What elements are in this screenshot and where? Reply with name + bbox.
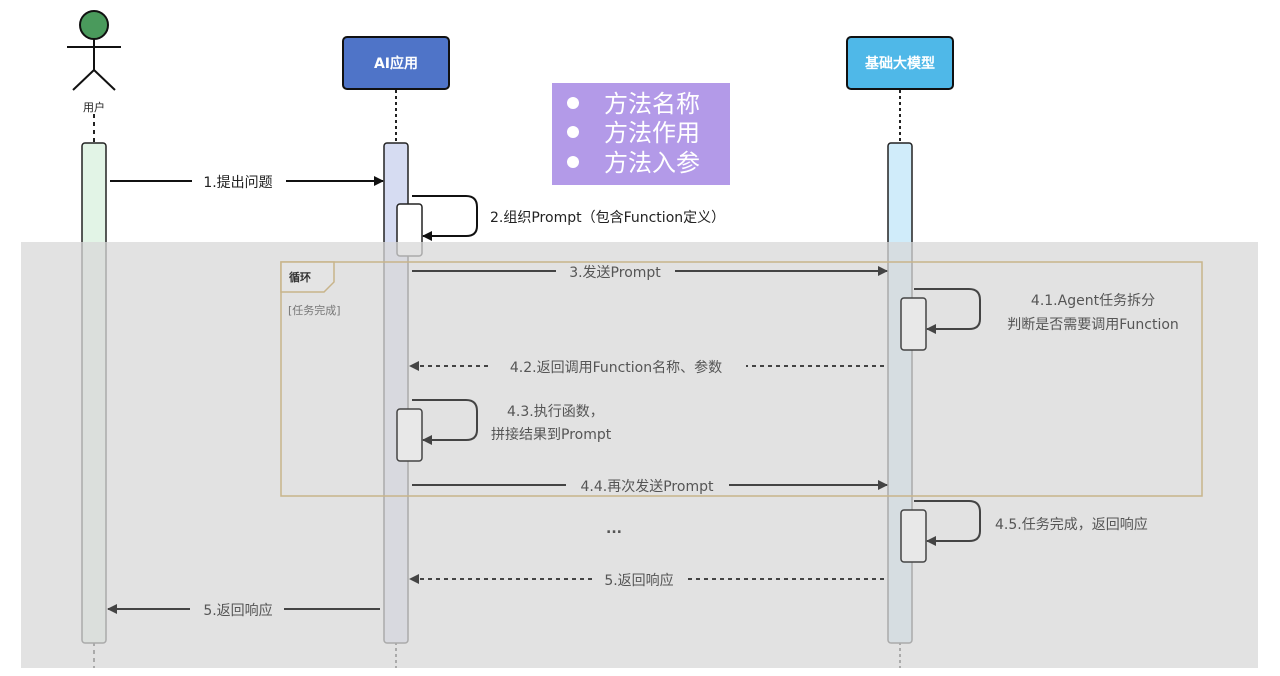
highlight-overlay bbox=[21, 242, 1258, 668]
message-4-3-self-arrow bbox=[412, 399, 478, 445]
model-nested-activation-2 bbox=[900, 509, 927, 563]
loop-guard: [任务完成] bbox=[288, 303, 341, 317]
message-4-1-self-arrow bbox=[914, 288, 981, 334]
message-4-1-label-line1: 4.1.Agent任务拆分 bbox=[1031, 293, 1155, 309]
message-4-5-self-arrow bbox=[914, 500, 981, 546]
loop-frame bbox=[280, 261, 1203, 497]
bullet-icon bbox=[567, 97, 579, 109]
note-item: 方法作用 bbox=[604, 119, 700, 147]
loop-keyword: 循环 bbox=[289, 270, 311, 284]
model-participant-label: 基础大模型 bbox=[865, 55, 935, 72]
message-4-3-label-line2: 拼接结果到Prompt bbox=[491, 426, 612, 443]
message-4-3-label-line1: 4.3.执行函数， bbox=[507, 404, 604, 420]
message-3-label: 3.发送Prompt bbox=[569, 265, 661, 281]
ellipsis: ... bbox=[606, 521, 622, 537]
function-info-note: 方法名称 方法作用 方法入参 bbox=[552, 83, 730, 185]
model-nested-activation-1 bbox=[900, 297, 927, 351]
bullet-icon bbox=[567, 126, 579, 138]
message-1-label: 1.提出问题 bbox=[203, 175, 272, 191]
app-participant-label: AI应用 bbox=[374, 55, 418, 72]
app-nested-activation-2 bbox=[396, 408, 423, 462]
message-2-self-arrow bbox=[412, 195, 478, 241]
message-4-4-label: 4.4.再次发送Prompt bbox=[581, 479, 714, 495]
app-participant-box[interactable] bbox=[342, 36, 450, 90]
bullet-icon bbox=[567, 156, 579, 168]
user-label: 用户 bbox=[83, 100, 105, 114]
message-4-5-label: 4.5.任务完成，返回响应 bbox=[995, 516, 1148, 533]
loop-frame-tab bbox=[280, 261, 335, 293]
message-2-label: 2.组织Prompt（包含Function定义） bbox=[490, 210, 725, 226]
message-5a-label: 5.返回响应 bbox=[604, 572, 673, 589]
note-item: 方法名称 bbox=[604, 90, 700, 118]
model-participant-box[interactable] bbox=[846, 36, 954, 90]
message-4-2-label: 4.2.返回调用Function名称、参数 bbox=[510, 359, 722, 376]
message-4-1-label-line2: 判断是否需要调用Function bbox=[1007, 317, 1179, 333]
note-item: 方法入参 bbox=[604, 149, 700, 177]
user-actor-icon bbox=[67, 10, 121, 91]
message-5b-label: 5.返回响应 bbox=[203, 602, 272, 619]
